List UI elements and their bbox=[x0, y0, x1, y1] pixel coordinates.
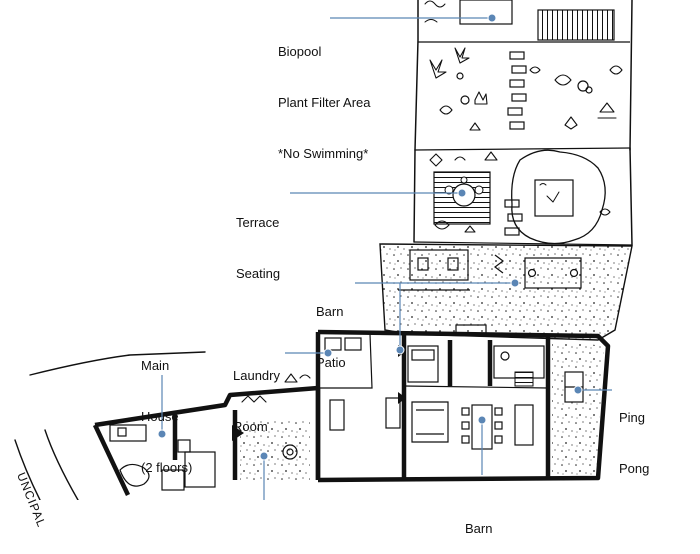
laundry-label-line-2: Room bbox=[233, 419, 268, 434]
biopool-label-line-1: Biopool bbox=[278, 44, 322, 59]
ping-pong-label-line-1: Ping bbox=[619, 410, 646, 425]
floor-plan bbox=[14, 0, 633, 500]
biopool-area bbox=[414, 0, 633, 151]
biopool-label-line-3: *No Swimming* bbox=[278, 146, 369, 161]
street bbox=[14, 351, 206, 500]
barn-label-line-1: Barn bbox=[465, 521, 493, 536]
laundry-label-line-1: Laundry bbox=[233, 368, 280, 383]
main-house-label: Main House (2 floors) bbox=[141, 323, 192, 493]
barn-patio-label: Barn Patio bbox=[316, 269, 346, 388]
terrace-area bbox=[413, 147, 633, 246]
terrace-label: Terrace Seating bbox=[236, 180, 280, 299]
main-house-label-line-2: House bbox=[141, 409, 179, 424]
biopool-label-line-2: Plant Filter Area bbox=[278, 95, 371, 110]
barn-patio-label-line-2: Patio bbox=[316, 355, 346, 370]
ping-pong-label-line-2: Pong bbox=[619, 461, 650, 476]
main-house-label-line-1: Main bbox=[141, 358, 170, 373]
terrace-label-line-1: Terrace bbox=[236, 215, 280, 230]
barn-label: Barn bbox=[465, 486, 492, 554]
barn-building bbox=[315, 324, 611, 483]
barn-patio-area bbox=[379, 243, 633, 341]
ping-pong-label: Ping Pong bbox=[619, 375, 649, 494]
laundry-room-label: Laundry Room bbox=[233, 333, 280, 452]
ping-pong-room bbox=[552, 340, 604, 476]
barn-patio-label-line-1: Barn bbox=[316, 304, 344, 319]
main-house-building bbox=[92, 373, 321, 496]
terrace-label-line-2: Seating bbox=[236, 266, 281, 281]
label-leaders bbox=[157, 13, 612, 500]
biopool-label: Biopool Plant Filter Area *No Swimming* bbox=[278, 9, 371, 179]
main-house-label-line-3: (2 floors) bbox=[141, 460, 193, 475]
